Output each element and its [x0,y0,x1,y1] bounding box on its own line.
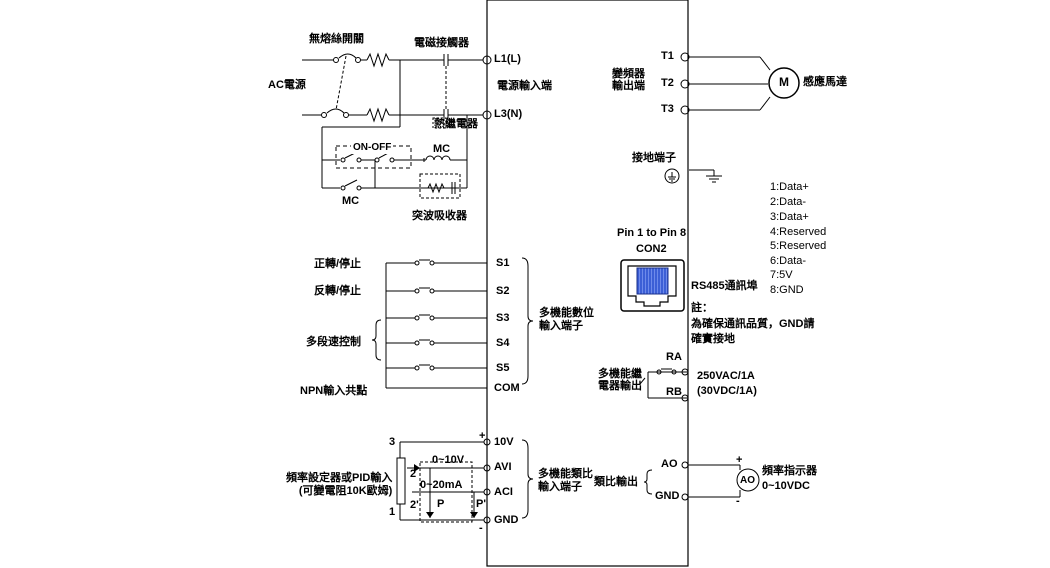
forward-label: 正轉/停止 [314,258,362,270]
terminal-10v: 10V [494,436,514,448]
motor-output [664,52,800,184]
relay-output [639,368,689,402]
pinout-8: 8:GND [770,284,804,296]
pot-pin-1: 1 [389,506,396,518]
analog-inputs [396,438,534,524]
motor-symbol: M [779,75,789,89]
digital-inputs [371,257,534,389]
terminal-s3: S3 [496,312,510,324]
loop-p-prime: P' [476,498,486,510]
pot-pin-3: 3 [389,436,396,448]
thermal-relay-label: 熱繼電器 [434,118,478,130]
pinout-6: 6:Data- [770,255,807,267]
terminal-l1: L1(L) [494,53,521,65]
relay-rating-ac: 250VAC/1A [697,370,755,382]
pinout-5: 5:Reserved [770,240,827,252]
terminal-rb: RB [666,386,682,398]
power-input-label: 電源輸入端 [497,80,552,92]
analog-output-label: 類比輸出 [594,476,638,488]
meter-plus: + [736,454,743,466]
analog-minus: - [479,522,483,534]
terminal-ra: RA [666,351,682,363]
current-range: 0~20mA [420,479,463,491]
terminal-t2: T2 [661,77,674,89]
surge-absorber-label: 突波吸收器 [412,210,467,222]
pot-pin-2: 2 [410,468,417,480]
loop-p: P [437,498,445,510]
pinout-1: 1:Data+ [770,181,809,193]
pinout-7: 7:5V [770,269,793,281]
multi-speed-label: 多段速控制 [306,336,361,348]
mc-coil-label: MC [433,143,451,155]
power-circuit [302,52,492,199]
on-off-label: ON-OFF [351,141,394,154]
drive-output-label: 變頻器 輸出端 [612,68,645,92]
analog-input-group-label: 多機能類比 輸入端子 [538,468,593,493]
contactor-label: 電磁接觸器 [414,37,469,49]
terminal-ao-gnd: GND [655,490,680,502]
note-text: 為確保通訊品質，GND請 確實接地 [691,318,815,345]
terminal-s4: S4 [496,337,510,349]
ground-terminal-label: 接地端子 [632,152,676,164]
pinout-4: 4:Reserved [770,226,827,238]
terminal-t1: T1 [661,50,674,62]
mc-contact-label: MC [342,195,360,207]
rs485-pins-label: Pin 1 to Pin 8 [617,227,687,239]
relay-output-label: 多機能繼 電器輸出 [598,368,642,392]
terminal-com: COM [494,382,520,394]
analog-plus: + [479,430,486,442]
note-title: 註： [691,302,713,314]
reverse-label: 反轉/停止 [314,285,362,297]
meter-minus: - [736,495,740,507]
npn-common-label: NPN輸入共點 [300,385,368,397]
terminal-s5: S5 [496,362,510,374]
drive-body [486,0,689,567]
ac-source-label: AC電源 [268,79,306,91]
breaker-label: 無熔絲開關 [309,33,364,45]
pinout-3: 3:Data+ [770,211,809,223]
rs485-connector-label: CON2 [636,243,667,255]
terminal-t3: T3 [661,103,674,115]
meter-symbol: AO [740,475,755,486]
motor-label: 感應馬達 [803,76,847,88]
terminal-l3: L3(N) [494,108,523,120]
voltage-range: 0~10V [432,454,465,466]
terminal-ao: AO [661,458,678,470]
terminal-gnd: GND [494,514,519,526]
relay-rating-dc: (30VDC/1A) [697,385,757,397]
potentiometer-label: 頻率設定器或PID輸入 (可變電阻10K歐姆) [286,472,393,497]
rs485-port-label: RS485通訊埠 [691,280,758,292]
analog-output [643,461,760,501]
terminal-aci: ACI [494,486,513,498]
terminal-s2: S2 [496,285,510,297]
terminal-s1: S1 [496,257,510,269]
pot-pin-2-prime: 2' [410,499,419,511]
rs485-jack [620,259,685,312]
terminal-avi: AVI [494,461,512,473]
digital-input-group-label: 多機能數位 輸入端子 [539,307,594,332]
meter-range: 0~10VDC [762,480,811,492]
meter-label: 頻率指示器 [762,465,817,477]
pinout-2: 2:Data- [770,196,807,208]
